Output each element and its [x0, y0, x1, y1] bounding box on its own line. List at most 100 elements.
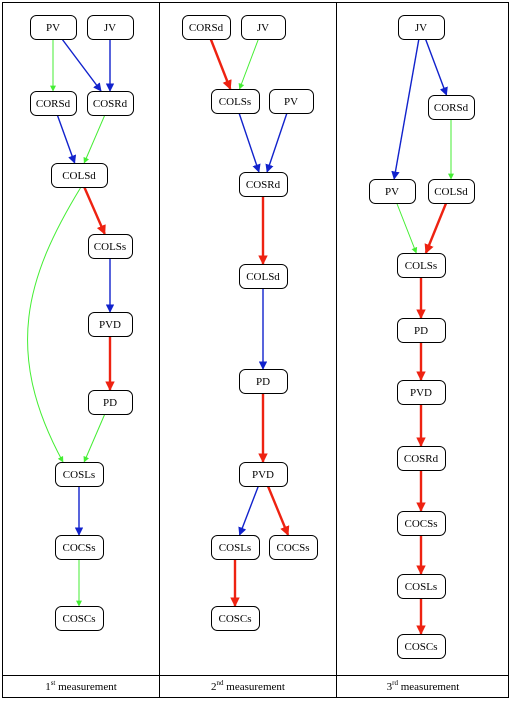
node-c3-coscs: COSCs	[397, 634, 446, 659]
node-box	[241, 15, 286, 40]
node-label: JV	[257, 22, 269, 34]
node-box	[30, 91, 77, 116]
edge-c3-jv-to-c3-pv	[391, 38, 420, 180]
edge-c2-corsd-to-c2-colss	[209, 38, 232, 90]
edge-c1-corsd-to-c1-colsd	[56, 114, 77, 164]
node-label: COLSs	[219, 96, 251, 108]
node-label: PVD	[99, 319, 121, 331]
node-box	[30, 15, 77, 40]
node-label: PV	[284, 96, 298, 108]
caption-third-measurement: 3rd measurement	[387, 679, 460, 693]
node-label: PV	[385, 186, 399, 198]
node-label: PVD	[252, 469, 274, 481]
edge-c3-jv-to-c3-corsd	[424, 38, 448, 96]
edge-c2-jv-to-c2-colss	[238, 38, 259, 90]
node-box	[211, 535, 260, 560]
node-label: COCSs	[404, 518, 437, 530]
edge-c3-pv-to-c3-colss	[396, 202, 418, 254]
node-box	[211, 606, 260, 631]
node-label: COSLs	[63, 469, 95, 481]
node-box	[369, 179, 416, 204]
node-label: COSRd	[246, 179, 281, 191]
node-c2-pd: PD	[239, 369, 288, 394]
node-label: COSCs	[218, 613, 251, 625]
edge-c2-pv-to-c2-cosrd	[265, 112, 288, 173]
node-box	[269, 89, 314, 114]
node-label: COSCs	[62, 613, 95, 625]
node-label: PD	[103, 397, 117, 409]
node-c3-cocss: COCSs	[397, 511, 446, 536]
node-box	[182, 15, 231, 40]
edge-c3-colsd-to-c3-colss	[424, 202, 448, 254]
node-box	[397, 253, 446, 278]
node-box	[269, 535, 318, 560]
node-label: PD	[414, 325, 428, 337]
node-c1-pv: PV	[30, 15, 77, 40]
node-c1-jv: JV	[87, 15, 134, 40]
node-c1-pvd: PVD	[88, 312, 133, 337]
edge-c1-colsd-to-c1-colss	[83, 186, 106, 235]
node-box	[397, 318, 446, 343]
node-c2-corsd: CORSd	[182, 15, 231, 40]
node-c1-corsd: CORSd	[30, 91, 77, 116]
node-label: COLSs	[405, 260, 437, 272]
node-c2-pv: PV	[269, 89, 314, 114]
node-box	[88, 312, 133, 337]
node-box	[239, 369, 288, 394]
node-c1-colsd: COLSd	[51, 163, 108, 188]
node-box	[397, 574, 446, 599]
node-c3-pv: PV	[369, 179, 416, 204]
node-c2-jv: JV	[241, 15, 286, 40]
node-label: COSRd	[404, 453, 439, 465]
node-c2-coscs: COSCs	[211, 606, 260, 631]
node-c1-cosrd: COSRd	[87, 91, 134, 116]
node-box	[397, 511, 446, 536]
node-box	[428, 179, 475, 204]
node-box	[239, 264, 288, 289]
node-label: PVD	[410, 387, 432, 399]
edges-layer	[27, 38, 454, 635]
edge-c2-colss-to-c2-cosrd	[238, 112, 261, 173]
node-c1-cocss: COCSs	[55, 535, 104, 560]
node-box	[55, 535, 104, 560]
node-box	[239, 462, 288, 487]
node-c2-cocss: COCSs	[269, 535, 318, 560]
node-c3-corsd: CORSd	[428, 95, 475, 120]
node-label: COSLs	[405, 581, 437, 593]
node-label: COSCs	[404, 641, 437, 653]
node-c3-jv: JV	[398, 15, 445, 40]
node-box	[428, 95, 475, 120]
edge-c1-pd-to-c1-cosls	[83, 413, 106, 463]
node-label: COLSd	[434, 186, 468, 198]
node-c2-colss: COLSs	[211, 89, 260, 114]
node-c3-colsd: COLSd	[428, 179, 475, 204]
node-c3-pd: PD	[397, 318, 446, 343]
node-label: COCSs	[62, 542, 95, 554]
node-box	[397, 380, 446, 405]
node-box	[239, 172, 288, 197]
node-c1-coscs: COSCs	[55, 606, 104, 631]
node-box	[88, 390, 133, 415]
node-box	[51, 163, 108, 188]
node-label: JV	[104, 22, 116, 34]
node-c3-cosls: COSLs	[397, 574, 446, 599]
node-c2-cosrd: COSRd	[239, 172, 288, 197]
node-box	[55, 606, 104, 631]
node-box	[398, 15, 445, 40]
caption-first-measurement: 1st measurement	[45, 679, 117, 693]
node-box	[211, 89, 260, 114]
node-label: PV	[46, 22, 60, 34]
node-box	[87, 91, 134, 116]
node-label: COLSd	[246, 271, 280, 283]
node-label: COLSd	[62, 170, 96, 182]
edge-c1-cosrd-to-c1-colsd	[83, 114, 106, 164]
node-label: JV	[415, 22, 427, 34]
node-label: COSRd	[93, 98, 128, 110]
node-c3-pvd: PVD	[397, 380, 446, 405]
node-box	[55, 462, 104, 487]
node-label: CORSd	[36, 98, 71, 110]
